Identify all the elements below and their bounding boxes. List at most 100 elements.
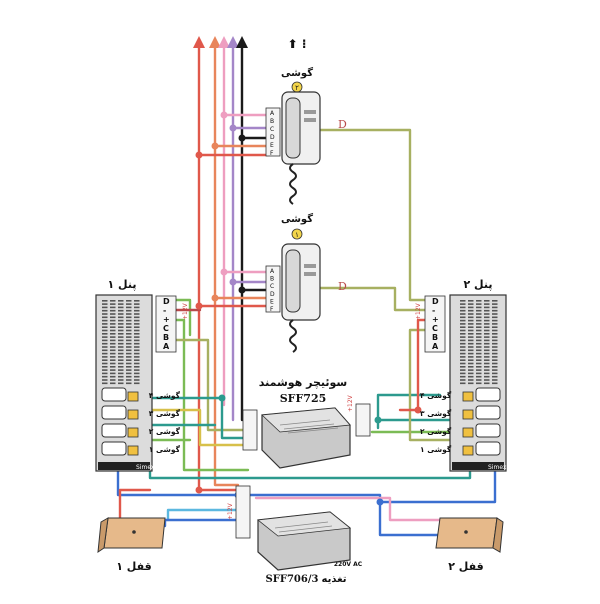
panel-left-terminal: B [163,333,169,342]
wire-red-riser [197,44,239,492]
panel-right-terminal: - [432,306,435,315]
wire-lightblue-lock [166,508,238,522]
handset-middle-terminal: A [270,268,275,275]
handset-middle-terminal: E [270,298,274,305]
wire-d-top [316,128,427,302]
panel-left-terminal: + [163,315,170,324]
wire-left-panel-olive [174,338,248,432]
wire-left-teal [126,396,248,440]
handset-middle-terminal-block [265,265,281,313]
handset-top-number: ۲ [295,84,299,92]
panel-right-terminal: B [432,333,438,342]
lock-right-label: قفل ۲ [448,560,484,573]
handset-top-terminal: F [270,150,274,157]
top-wire-label: ⬆ ⁝ [288,37,307,51]
arrow-up-icon [218,36,230,48]
panel-left-brand: Simex [136,464,155,471]
wire-blue-lock [163,518,238,528]
lock-left-label: قفل ۱ [116,560,152,573]
panel-right-button-label: گوشی ۴ [420,391,452,400]
switcher-title: سوئیچر هوشمند [259,376,348,389]
wire-red-bus [118,488,152,522]
panel-right-terminal: C [432,324,438,333]
panel-left-buttons [101,387,127,456]
handset-top-terminal: B [270,118,274,125]
wire-d-mid [316,286,427,312]
wire-d-label-top: D [338,118,347,131]
handset-top-terminal: D [270,134,275,141]
power-ac: 220V AC [334,561,363,568]
panel-right-terminal-block [424,295,446,353]
panel-right-terminal: A [432,342,439,351]
wires [116,44,497,537]
handset-middle-number: ۱ [295,231,299,239]
panel-left-terminal-block [155,295,177,353]
power-supply: +12V 220V AC تغذیه SFF706/3 [227,485,363,585]
panel-right-button-label: گوشی ۳ [420,409,452,418]
panel-left: پنل ۱ Simex D-+CBA +12V گوشی ۴ گوشی ۳ گوشی… [95,278,189,472]
arrow-up-icon [227,36,239,48]
wire-d-label-mid: D [338,280,347,293]
handset-top-terminal: C [270,126,274,133]
handset-top-terminal: E [270,142,274,149]
handset-middle-terminal: C [270,283,274,290]
switcher-side-terminal [355,403,371,437]
wire-left-yellow [126,408,248,447]
handset-middle-terminal: F [270,306,274,313]
handset-top-terminal: A [270,110,275,117]
wire-blue-bus [116,456,497,504]
handset-middle-title: گوشی [281,212,313,225]
panel-left-button-label: گوشی ۳ [149,409,181,418]
panel-right: پنل ۲ Simex D-+CBA +12V گوشی ۴ گوشی ۳ گوشی… [415,278,507,472]
handset-top-cord [289,163,297,205]
riser-arrows [193,36,248,48]
wire-right-red-v [398,318,427,412]
panel-left-terminal: D [163,297,170,306]
switcher: سوئیچر هوشمند SFF725 +12V [242,376,371,469]
handset-top-terminal-block [265,107,281,157]
lock-left: قفل ۱ [97,517,166,573]
arrow-up-icon [193,36,205,48]
panel-left-speaker-grille [102,300,140,385]
switcher-model: SFF725 [280,392,327,405]
panel-left-title: پنل ۱ [108,278,137,291]
panel-right-title: پنل ۲ [464,278,493,291]
handset-middle-terminal: D [270,291,275,298]
wire-blue-right-lock [378,500,447,537]
wire-left-panel-green [174,298,250,472]
panel-left-terminal: A [163,342,170,351]
panel-right-terminal: + [432,315,439,324]
panel-left-button-label: گوشی ۱ [149,445,181,454]
panel-right-voltage: +12V [415,302,422,320]
handset-middle-cord [289,319,297,353]
panel-right-brand: Simex [488,464,507,471]
svg-text:+12V: +12V [347,394,354,412]
handset-middle-terminal: B [270,276,274,283]
switcher-terminal-block [242,409,258,451]
power-terminal-block [235,485,251,539]
arrow-up-icon [209,36,221,48]
arrow-up-icon [236,36,248,48]
panel-left-voltage: +12V [182,302,189,320]
panel-right-button-label: گوشی ۱ [420,445,452,454]
handset-top-title: گوشی [281,66,313,79]
svg-text:+12V: +12V [227,502,234,520]
wire-pink-lock [254,496,457,522]
panel-left-terminal: C [163,324,169,333]
panel-left-button-label: گوشی ۴ [149,391,181,400]
panel-right-speaker-grille [460,300,498,385]
lock-right: قفل ۲ [435,517,504,573]
panel-right-relays [462,391,474,456]
wire-orange-riser [213,44,240,487]
panel-left-button-label: گوشی ۲ [149,427,181,436]
panel-left-terminal: - [163,306,166,315]
power-model: SFF706/3 [266,574,319,585]
panel-right-terminal: D [432,297,439,306]
power-title: تغذیه [322,574,347,585]
panel-left-relays [127,391,139,456]
panel-right-buttons [475,387,501,456]
panel-right-button-label: گوشی ۲ [420,427,452,436]
